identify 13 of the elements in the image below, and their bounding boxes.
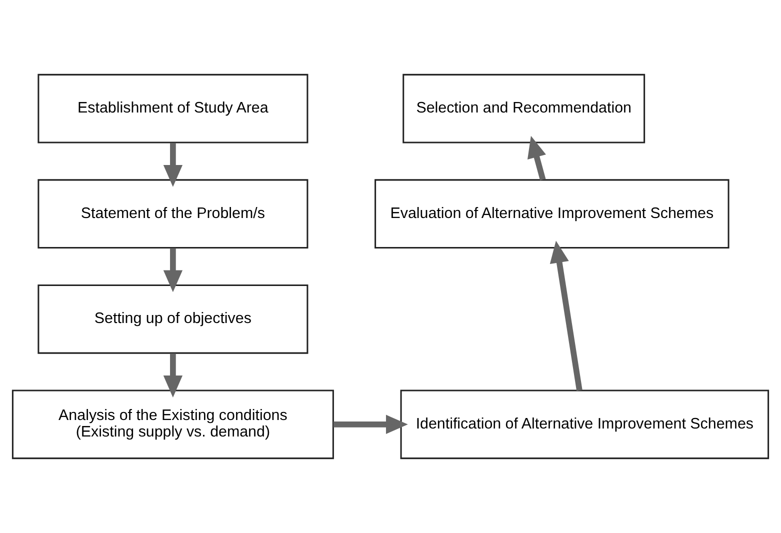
node-box: Identification of Alternative Improvement Schemes	[400, 390, 770, 460]
node-box: Setting up of objectives	[38, 284, 308, 354]
node-box: Selection and Recommendation	[402, 74, 646, 144]
node-box: Establishment of Study Area	[38, 74, 308, 144]
arrow	[163, 248, 183, 292]
node-box: Analysis of the Existing conditions (Existing supply vs. demand)	[12, 390, 334, 460]
arrow	[163, 353, 183, 398]
node-box: Evaluation of Alternative Improvement Schemes	[374, 179, 730, 249]
arrow	[163, 142, 183, 187]
arrow	[550, 240, 582, 391]
arrow	[527, 136, 546, 180]
arrow	[333, 414, 408, 434]
node-box: Statement of the Problem/s	[38, 179, 308, 249]
